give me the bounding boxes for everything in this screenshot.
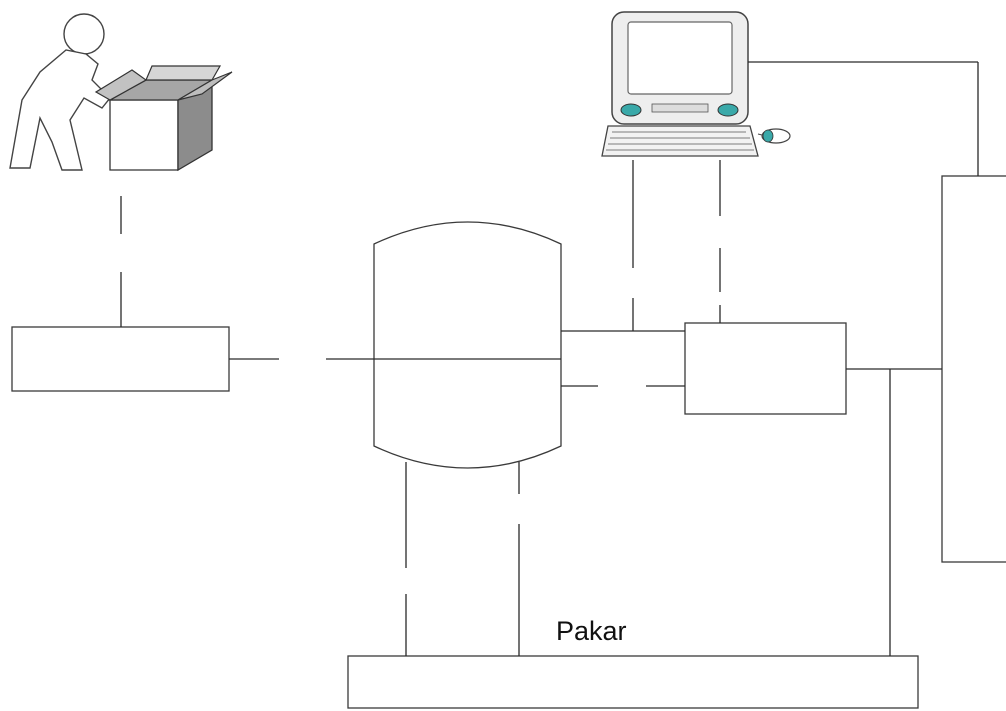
connector-lines	[120, 61, 979, 656]
computer-terminal-icon	[601, 11, 791, 157]
database-cylinder-icon	[373, 221, 562, 469]
person-carrying-box-icon	[9, 13, 233, 172]
bottom-box	[347, 655, 919, 709]
left-process-box	[11, 326, 230, 392]
expert-label: Pakar	[556, 616, 627, 646]
right-tall-box	[941, 175, 1006, 563]
center-process-box	[684, 322, 847, 415]
